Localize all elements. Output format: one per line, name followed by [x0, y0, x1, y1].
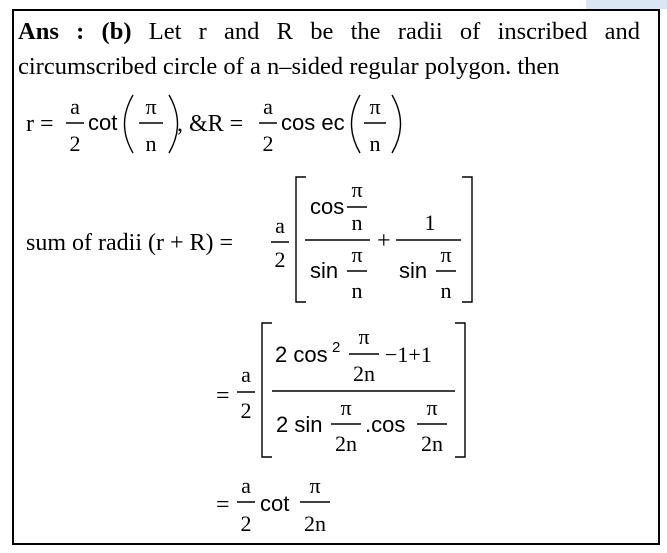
separator-and-R: , &R =	[177, 111, 243, 137]
R-numerator-a: a	[263, 94, 273, 119]
sum-numerator-a: a	[275, 213, 285, 238]
equals-sign-1: =	[216, 383, 230, 409]
r-lhs: r =	[26, 111, 54, 137]
cot-left-paren	[123, 94, 134, 154]
sin2-arg-n: n	[441, 278, 452, 303]
equals-sign-2: =	[216, 492, 230, 518]
cot-function: cot	[88, 110, 117, 135]
final-numerator-a: a	[241, 473, 251, 498]
sum-right-bracket	[462, 176, 473, 303]
two-cos-function: 2 cos	[275, 342, 328, 367]
simp-numerator-a: a	[241, 362, 251, 387]
cot-arg-pi: π	[145, 94, 156, 119]
sum-of-radii-step: sum of radii (r + R) = a 2 cos π n sin π…	[26, 176, 473, 303]
sum-left-bracket	[295, 176, 306, 303]
final-result: = a 2 cot π 2n	[216, 473, 330, 536]
simp-left-bracket	[261, 322, 272, 458]
radius-formulas: r = a 2 cot π n , &R = a 2 cos ec π n	[26, 94, 402, 156]
corner-tab	[586, 0, 667, 9]
cosec-arg-n: n	[370, 131, 381, 156]
one-numerator: 1	[425, 210, 436, 235]
cos-squared-exponent: 2	[332, 339, 340, 356]
minus-one-plus-one: −1+1	[385, 342, 432, 367]
r-denominator-2: 2	[70, 131, 81, 156]
cos-arg-pi: π	[351, 177, 362, 202]
sin-arg-n: n	[352, 278, 363, 303]
cosec-arg-pi: π	[369, 94, 380, 119]
r-numerator-a: a	[70, 94, 80, 119]
cot-right-paren	[168, 94, 179, 154]
simp-denominator-2: 2	[241, 398, 252, 423]
den-sin-arg-pi: π	[340, 395, 351, 420]
answer-colon: :	[76, 18, 85, 45]
answer-label: Ans	[18, 18, 59, 45]
cos-arg-n: n	[352, 210, 363, 235]
num-arg-pi: π	[358, 324, 369, 349]
two-sin-function: 2 sin	[276, 412, 322, 437]
R-denominator-2: 2	[263, 131, 274, 156]
answer-option: (b)	[101, 18, 132, 45]
cot-arg-n: n	[146, 131, 157, 156]
cosec-left-paren	[350, 94, 361, 154]
sum-denominator-2: 2	[275, 247, 286, 272]
answer-statement: Ans : (b) Let r and R be the radii of in…	[18, 14, 640, 84]
sin-function: sin	[310, 258, 338, 283]
statement-line-1: Ans : (b) Let r and R be the radii of in…	[18, 14, 640, 49]
sin2-arg-pi: π	[440, 242, 451, 267]
final-denominator-2: 2	[241, 511, 252, 536]
sin-arg-pi: π	[351, 242, 362, 267]
sin-function-2: sin	[399, 258, 427, 283]
dot-cos-function: .cos	[365, 412, 405, 437]
den-sin-arg-2n: 2n	[335, 431, 357, 456]
cosec-function: cos ec	[281, 110, 345, 135]
cos-function: cos	[310, 194, 344, 219]
sum-lhs: sum of radii (r + R) =	[26, 230, 233, 256]
cosec-right-paren	[391, 94, 402, 154]
final-cot-function: cot	[260, 491, 289, 516]
answer-box	[12, 9, 660, 545]
plus-sign: +	[377, 228, 391, 254]
den-cos-arg-2n: 2n	[421, 431, 443, 456]
den-cos-arg-pi: π	[426, 395, 437, 420]
simp-right-bracket	[455, 322, 466, 458]
num-arg-2n: 2n	[353, 361, 375, 386]
statement-text-1: Let r and R be the radii of inscribed an…	[148, 18, 641, 45]
simplification-step: = a 2 2 cos 2 π 2n −1+1 2 sin π 2n .cos …	[216, 322, 466, 458]
statement-line-2: circumscribed circle of a n–sided regula…	[18, 53, 560, 80]
final-arg-2n: 2n	[304, 511, 326, 536]
final-arg-pi: π	[309, 473, 320, 498]
